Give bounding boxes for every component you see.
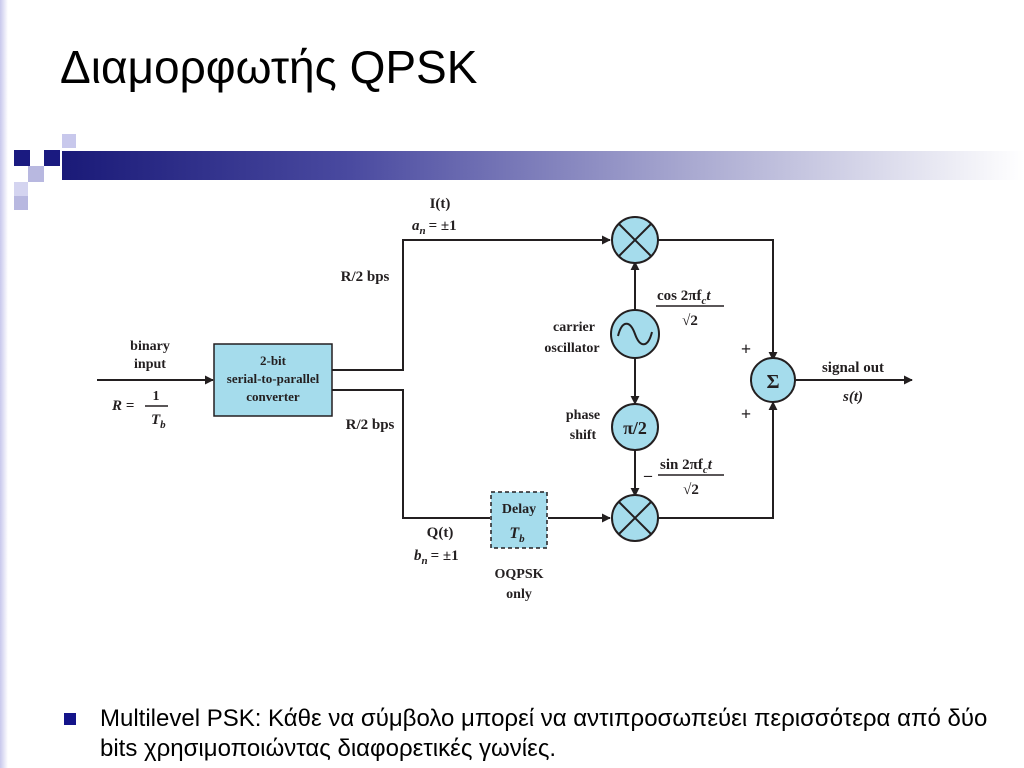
phase-label-2: shift: [570, 428, 597, 443]
phase-shift-circle: [611, 403, 659, 451]
rate-den-sub: b: [160, 419, 166, 431]
slide-title: Διαμορφωτής QPSK: [60, 41, 478, 93]
signal-wires: [97, 235, 913, 523]
bottom-mixer-to-sum-wire: [658, 401, 778, 519]
plus-sign-top: +: [741, 339, 751, 359]
delay-tb: Tb: [509, 525, 525, 545]
sin-num-tail: t: [708, 457, 713, 473]
bottom-multiplier: [611, 494, 659, 542]
signal-out-symbol: s(t): [842, 389, 863, 405]
delay-t: T: [509, 525, 520, 542]
cos-num-main: cos 2πf: [657, 288, 702, 304]
multiply-icon: [618, 223, 652, 257]
sin-minus-sign: –: [643, 467, 653, 484]
carrier-label-1: carrier: [553, 320, 595, 335]
binary-input-label-2: input: [134, 357, 166, 372]
a-n-value: = ±1: [429, 218, 457, 234]
converter-label-2: serial-to-parallel: [227, 371, 320, 386]
rate-den-t: T: [151, 412, 161, 428]
a-n-label: an= ±1: [412, 218, 457, 237]
rate-numerator: 1: [153, 389, 160, 404]
q-branch-wire: [332, 389, 490, 519]
rate-lhs: R =: [111, 398, 134, 414]
title-underline-bar: [62, 151, 1024, 180]
q-t-label: Q(t): [427, 525, 454, 541]
signal-out-label: signal out: [822, 360, 884, 376]
b-n-sub: n: [422, 555, 428, 567]
sine-wave-icon: [617, 322, 653, 346]
b-n-label: bn= ±1: [414, 548, 459, 567]
converter-label-1: 2-bit: [260, 353, 287, 368]
phase-label-1: phase: [566, 408, 600, 423]
cos-numerator: cos 2πfct: [657, 288, 711, 307]
sin-denominator: √2: [683, 482, 699, 498]
delay-label: Delay: [502, 502, 536, 517]
sigma-symbol: Σ: [766, 371, 779, 393]
b-n-letter: b: [414, 548, 422, 564]
slide-left-edge: [0, 0, 8, 768]
multiply-icon: [618, 501, 652, 535]
a-n-letter: a: [412, 218, 420, 234]
oqpsk-label-1: OQPSK: [494, 567, 543, 582]
i-t-label: I(t): [430, 196, 451, 212]
i-branch-wire: [332, 235, 611, 371]
rate-denominator: Tb: [151, 412, 166, 431]
sin-numerator: sin 2πfct: [660, 457, 713, 476]
qpsk-modulator-diagram: 2-bit serial-to-parallel converter Delay…: [97, 196, 913, 602]
delay-t-sub: b: [519, 533, 525, 545]
b-n-value: = ±1: [431, 548, 459, 564]
upper-rate-label: R/2 bps: [341, 269, 390, 285]
cos-num-tail: t: [706, 288, 711, 304]
serial-to-parallel-block: [213, 343, 333, 417]
phase-shift-symbol: π/2: [623, 418, 647, 438]
top-mixer-to-sum-wire: [658, 239, 778, 361]
cos-num-sub: c: [701, 295, 706, 307]
lower-rate-label: R/2 bps: [346, 417, 395, 433]
sin-num-sub: c: [703, 464, 708, 476]
bullet-text: Multilevel PSK: Κάθε να σύμβολο μπορεί ν…: [100, 705, 988, 762]
top-multiplier: [611, 216, 659, 264]
oqpsk-label-2: only: [506, 587, 532, 602]
decorative-squares: [0, 132, 90, 222]
plus-sign-bottom: +: [741, 404, 751, 424]
square-bullet-icon: [64, 713, 76, 725]
sin-num-main: sin 2πf: [660, 457, 704, 473]
summer-circle: [750, 357, 796, 403]
carrier-label-2: oscillator: [544, 341, 599, 356]
cos-denominator: √2: [682, 313, 698, 329]
binary-input-label-1: binary: [130, 339, 170, 354]
converter-label-3: converter: [246, 389, 300, 404]
a-n-sub: n: [420, 225, 426, 237]
delay-block: [490, 491, 548, 549]
